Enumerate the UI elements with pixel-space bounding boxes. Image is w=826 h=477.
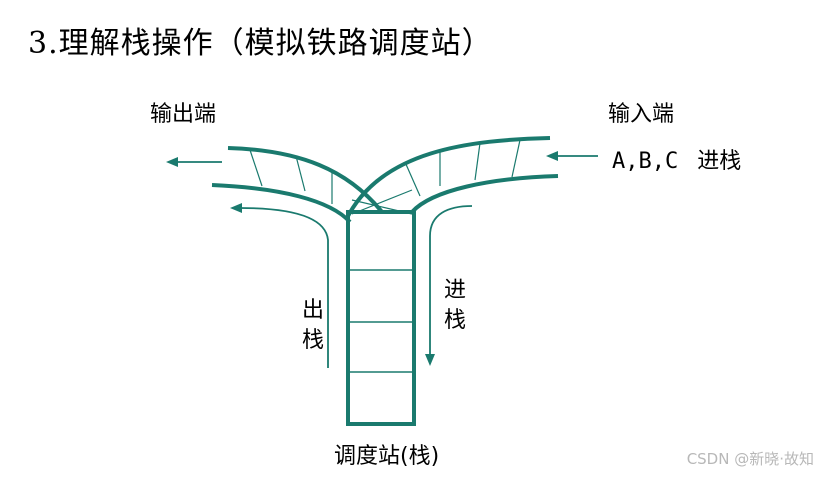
push-inline-label: 进栈 <box>697 149 742 174</box>
left-track-outer <box>227 146 384 214</box>
watermark: CSDN @新晓·故知 <box>686 450 814 468</box>
left-track-inner <box>211 183 352 224</box>
pop-label: 出栈 <box>301 298 324 353</box>
arrow-curve-left-icon <box>230 203 329 368</box>
track-tie <box>249 149 263 187</box>
arrow-right-icon <box>546 151 598 161</box>
input-items-row: A,B,C 进栈 <box>612 143 741 175</box>
station-label: 调度站(栈) <box>334 444 440 469</box>
push-vertical-label: 进栈 <box>443 278 466 333</box>
input-items-label: A,B,C <box>612 149 679 174</box>
right-track-outer <box>344 136 551 221</box>
track-tie <box>404 161 421 197</box>
input-end-label: 输入端 <box>608 102 675 127</box>
station-stack <box>346 210 416 426</box>
junction-line <box>351 199 413 215</box>
track-tie <box>295 155 306 192</box>
page-title: 3.理解栈操作（模拟铁路调度站） <box>28 26 493 61</box>
track-tie <box>474 142 481 181</box>
arrow-left-icon <box>166 157 222 167</box>
right-track-inner <box>410 174 559 214</box>
junction-line <box>351 189 413 215</box>
track-tie <box>511 139 521 178</box>
output-end-label: 输出端 <box>150 102 217 127</box>
arrow-down-icon <box>425 205 473 366</box>
